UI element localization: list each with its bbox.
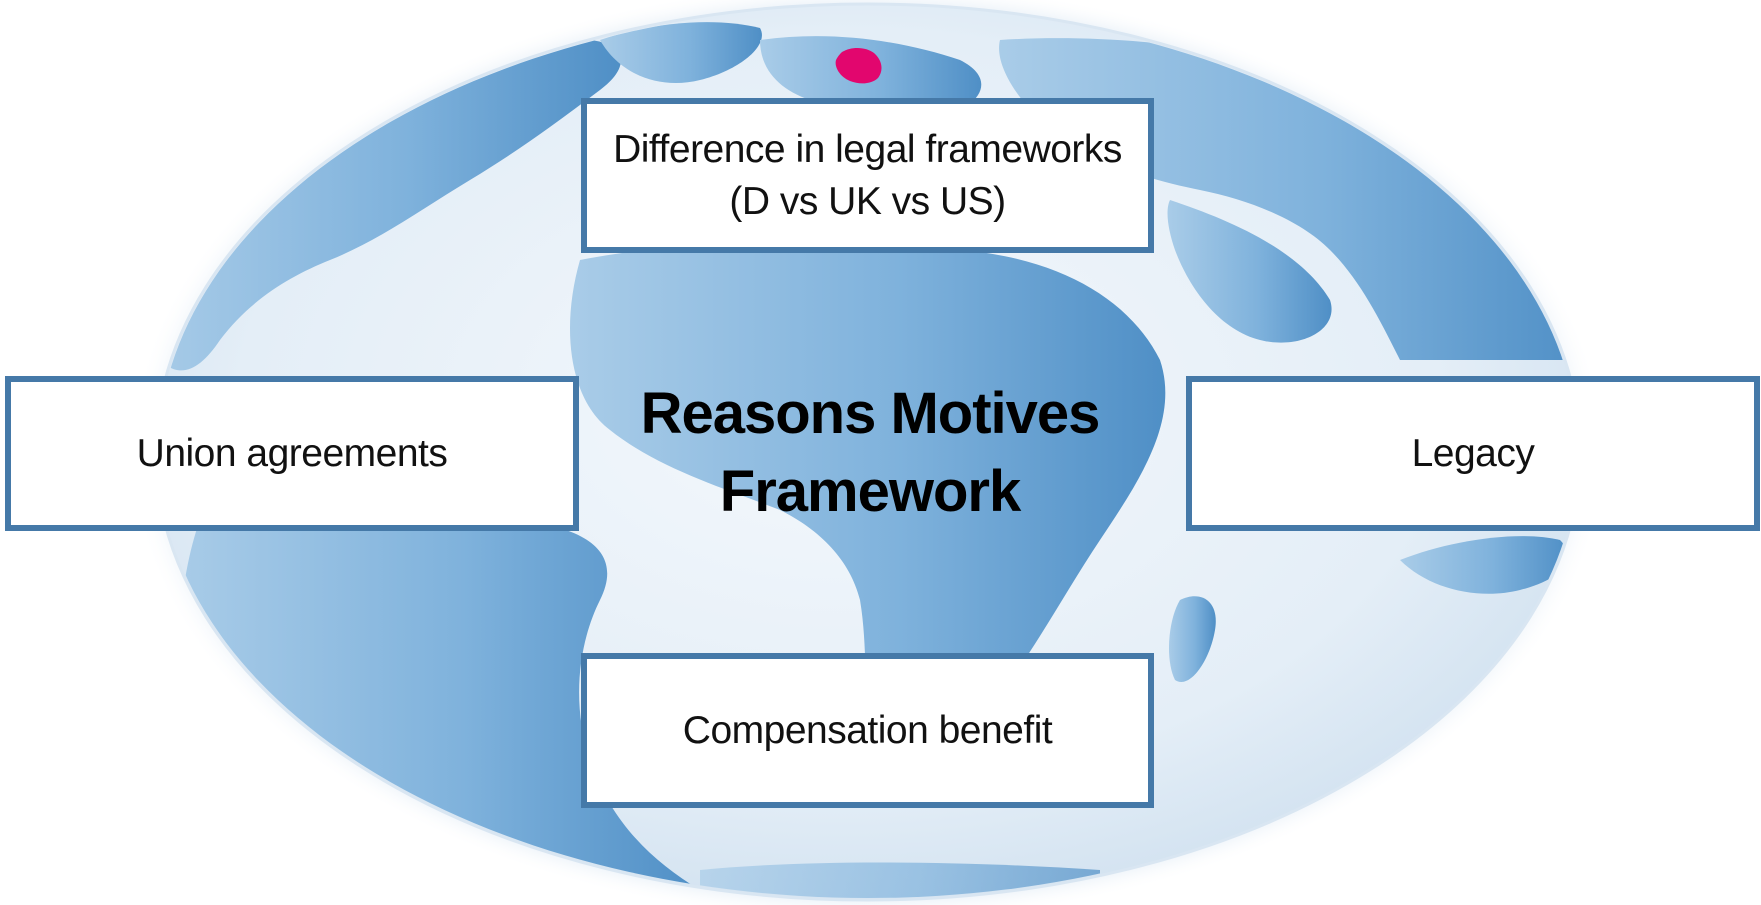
madagascar-shape	[1168, 596, 1216, 682]
legal-frameworks-label: Difference in legal frameworks (D vs UK …	[613, 127, 1122, 223]
union-agreements-box: Union agreements	[5, 376, 579, 531]
compensation-benefit-label: Compensation benefit	[682, 708, 1053, 752]
arabia-shape	[1167, 200, 1332, 343]
diagram-title-line1: Reasons Motives	[640, 381, 1101, 446]
diagram-title-line2: Framework	[719, 459, 1021, 524]
union-agreements-label: Union agreements	[136, 431, 448, 475]
africa-shape	[570, 243, 1166, 775]
legacy-label: Legacy	[1411, 431, 1535, 475]
greenland-shape	[600, 22, 762, 84]
compensation-benefit-box: Compensation benefit	[581, 653, 1154, 808]
germany-map-icon	[835, 47, 882, 84]
indonesia-shape	[1400, 536, 1568, 594]
diagram-title: Reasons Motives Framework	[600, 375, 1140, 531]
legacy-box: Legacy	[1186, 376, 1760, 531]
legal-frameworks-box: Difference in legal frameworks (D vs UK …	[581, 98, 1154, 253]
